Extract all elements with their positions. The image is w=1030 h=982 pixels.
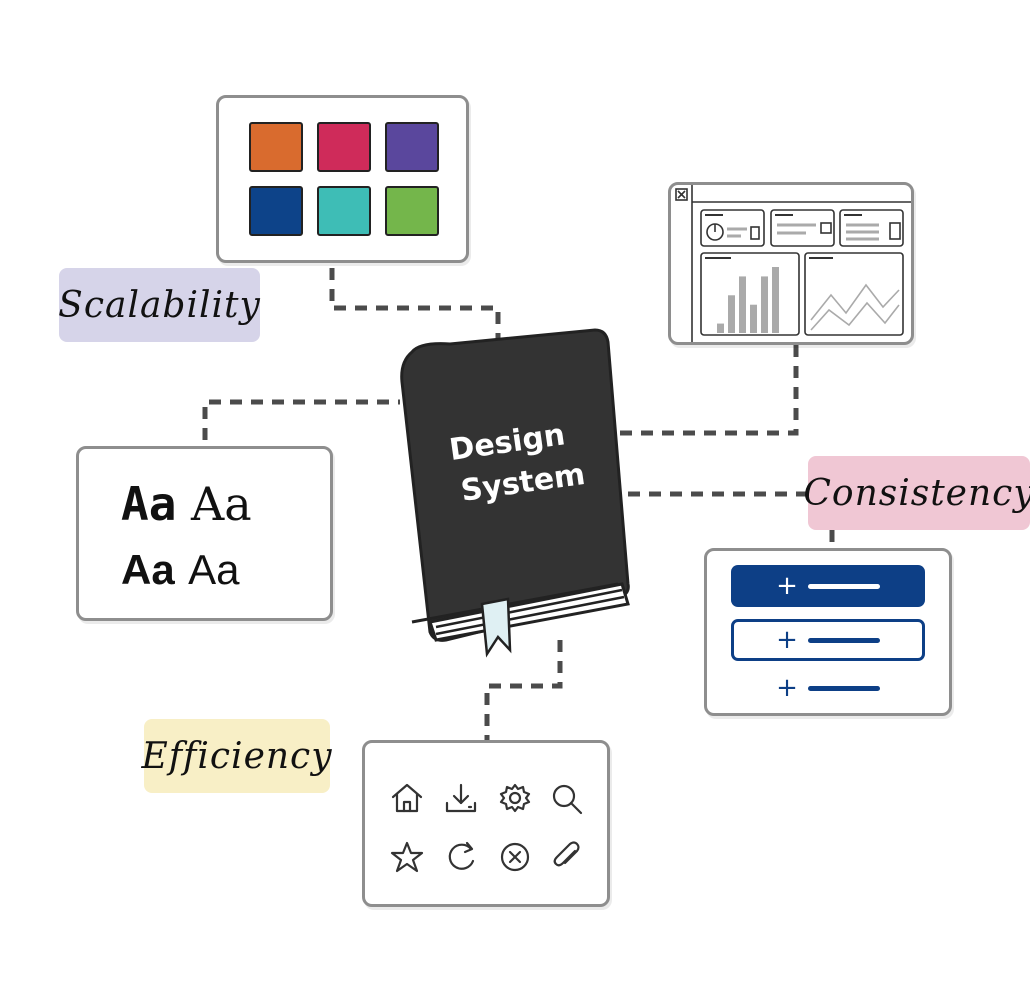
plus-icon: + [776,571,798,601]
sans-medium-sample: Aa [121,546,175,593]
button-label-line [807,583,880,589]
close-box-icon [675,188,688,201]
button-label-line [807,685,880,691]
dashboard-bar [717,323,724,333]
dashboard-bar [761,276,768,333]
color-swatch [249,186,303,236]
connector-efficiency [484,640,563,740]
color-palette-card [216,95,469,263]
serif-regular-sample: Aa [191,477,252,531]
book-cover [400,328,630,642]
search-icon [552,784,583,815]
gear-icon [499,783,531,813]
dashboard-card [668,182,914,345]
star-icon [390,841,424,873]
dashboard-bar-chart [717,267,779,333]
sans-light-sample: Aa [188,546,240,593]
typography-row-serif: Aa Aa [121,477,252,531]
color-swatch [249,122,303,172]
efficiency-label: Efficiency [141,735,333,777]
outlined-button-sample: + [731,619,925,661]
connector-typography [202,399,400,440]
consistency-tag: Consistency [803,456,1030,530]
slab-bold-sample: Aa [121,477,177,531]
design-system-book: Design System [400,328,630,658]
home-icon [391,783,423,813]
refresh-icon [448,841,475,870]
bookmark-ribbon [480,597,512,658]
dashboard-wireframe [675,185,911,342]
dashboard-line-chart-2 [810,301,900,331]
typography-card: Aa Aa Aa Aa [76,446,333,621]
filled-button-sample: + [731,565,925,607]
buttons-card: + + + [704,548,952,716]
download-icon [445,783,477,813]
color-swatch [385,186,439,236]
color-swatch [317,122,371,172]
efficiency-tag: Efficiency [141,719,333,793]
color-swatches [249,122,441,238]
connector-dashboard [615,345,799,436]
plus-icon: + [776,625,798,655]
paperclip-icon [553,841,580,867]
icon-grid [390,783,583,873]
dashboard-bar [750,304,757,333]
typography-row-sans: Aa Aa [121,545,239,594]
button-label-line [807,637,880,643]
color-swatch [385,122,439,172]
scalability-tag: Scalability [58,268,261,342]
dashboard-line-chart-1 [810,283,900,321]
close-circle-icon [500,842,530,872]
dashboard-bar [739,276,746,333]
scalability-label: Scalability [58,284,261,326]
consistency-label: Consistency [803,472,1030,514]
color-swatch [317,186,371,236]
dashboard-bar [772,267,779,333]
plus-icon: + [776,673,798,703]
dashboard-bar [728,295,735,333]
text-button-sample: + [731,667,925,709]
icons-card [362,740,610,907]
